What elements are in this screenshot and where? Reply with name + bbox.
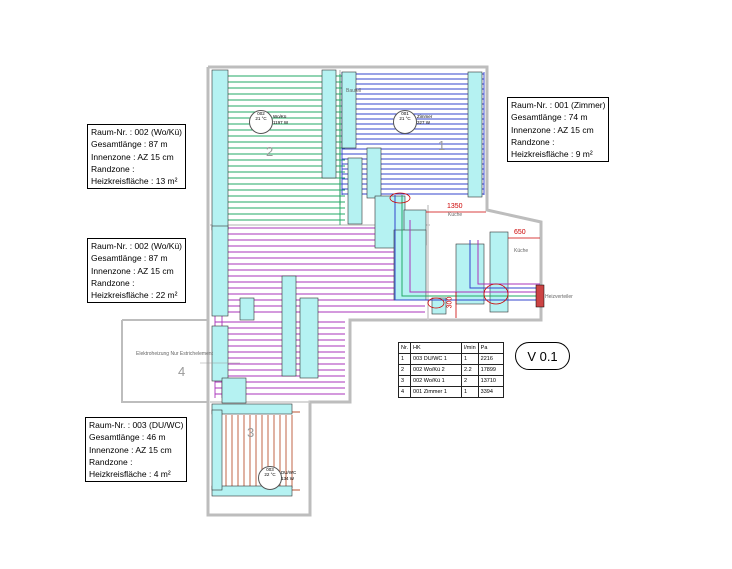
distribution-zone <box>211 403 293 415</box>
table-cell: 2216 <box>477 353 504 365</box>
zone-label: Bauteil <box>346 88 362 94</box>
table-cell: 3 <box>397 375 412 387</box>
table-header-row: Nr. HK l/min Pa <box>397 342 504 354</box>
distribution-zone <box>221 377 247 404</box>
kueche-small-label: Küche <box>448 212 463 218</box>
room-number-2: 2 <box>266 144 274 159</box>
dimension-650: 650 <box>514 229 526 236</box>
distribution-zone <box>281 275 297 377</box>
table-cell: 17899 <box>477 364 504 376</box>
electric-heating-label: Elektroheizung Nur Estrichelement <box>136 351 213 357</box>
table-header: HK <box>410 342 463 354</box>
pipe-bends <box>389 192 509 309</box>
table-cell: 1 <box>397 353 412 365</box>
room-number-4: 4 <box>178 364 186 379</box>
table-cell: 1 <box>461 386 479 398</box>
distribution-zone <box>366 147 382 199</box>
distribution-zone <box>321 69 337 179</box>
table-cell: 13710 <box>477 375 504 387</box>
room-number-3: 3 <box>247 425 255 440</box>
kueche-label: Küche <box>514 248 529 254</box>
distribution-zone <box>211 409 223 491</box>
distributor-label: Heizverteiler <box>545 294 573 300</box>
table-header: l/min <box>461 342 479 354</box>
distributor-icon <box>535 284 545 308</box>
distribution-zone <box>211 325 229 382</box>
table-cell: 4 <box>397 386 412 398</box>
walls <box>121 65 543 517</box>
table-cell: 2 <box>461 375 479 387</box>
table-cell: 2.2 <box>461 364 479 376</box>
table-cell: 3394 <box>477 386 504 398</box>
dimension-1350: 1350 <box>447 203 463 210</box>
distribution-zone <box>299 297 319 379</box>
distribution-zone <box>467 71 483 198</box>
table-cell: 2 <box>397 364 412 376</box>
distribution-zone <box>341 71 357 149</box>
distribution-zone <box>347 157 363 225</box>
table-cell: 003 DU/WC 1 <box>410 353 463 365</box>
table-header: Pa <box>477 342 504 354</box>
table-header: Nr. <box>397 342 412 354</box>
distribution-zone <box>211 69 229 231</box>
table-cell: 002 Wo/Kü 2 <box>410 364 463 376</box>
heating-circuit-wo-kue-2 <box>214 226 425 398</box>
table-cell: 002 Wo/Kü 1 <box>410 375 463 387</box>
dimension-lines <box>426 211 540 318</box>
room-info-001: Raum-Nr. : 001 (Zimmer)Gesamtlänge : 74 … <box>507 97 610 163</box>
dimension-300: 300 <box>446 296 454 309</box>
table-cell: 1 <box>461 353 479 365</box>
version-badge: V 0.1 <box>515 342 570 370</box>
distribution-zone <box>211 485 293 497</box>
heating-circuit-zimmer-1 <box>341 72 485 195</box>
room-info-002-a: Raum-Nr. : 002 (Wo/Kü)Gesamtlänge : 87 m… <box>87 124 187 190</box>
room-info-002-b: Raum-Nr. : 002 (Wo/Kü)Gesamtlänge : 87 m… <box>87 238 187 304</box>
supply-lines <box>394 195 540 301</box>
distribution-zone <box>239 297 255 321</box>
distribution-zone <box>211 225 229 317</box>
room-number-1: 1 <box>438 138 446 153</box>
table-cell: 001 Zimmer 1 <box>410 386 463 398</box>
room-info-003: Raum-Nr. : 003 (DU/WC)Gesamtlänge : 46 m… <box>85 417 188 483</box>
